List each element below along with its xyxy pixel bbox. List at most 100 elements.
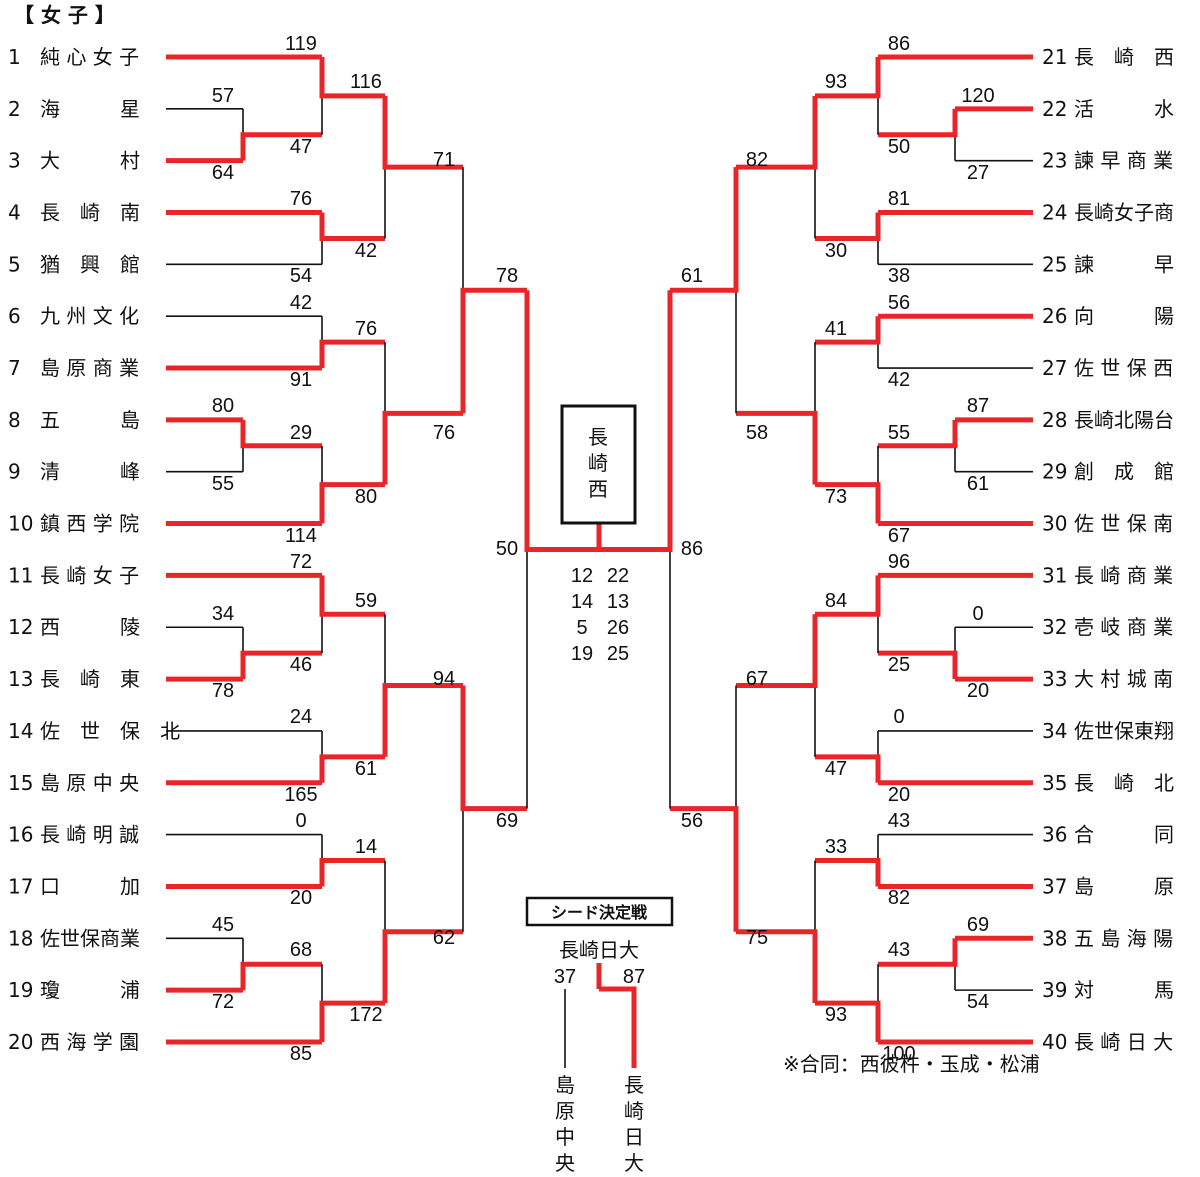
score-label: 75 (746, 927, 768, 949)
team-number: 17 (8, 874, 33, 898)
score-label: 54 (290, 265, 312, 287)
score-label: 47 (825, 758, 847, 780)
score-label: 67 (746, 668, 768, 690)
seed-team-right-char: 大 (624, 1151, 644, 1175)
score-label: 69 (496, 810, 518, 832)
score-label: 69 (967, 914, 989, 936)
team-number: 1 (8, 45, 21, 69)
team-number: 33 (1042, 667, 1067, 691)
team-number: 23 (1042, 149, 1067, 173)
seed-number: 12 (571, 565, 593, 587)
team-name: 長 崎 東 (40, 667, 140, 691)
team-name: 長 崎 北 (1074, 771, 1174, 795)
seed-team-left-char: 央 (555, 1151, 575, 1175)
right-r3-win (736, 410, 818, 485)
score-label: 34 (212, 603, 234, 625)
team-name: 島 原 (1074, 874, 1174, 898)
left-final-win (524, 290, 599, 552)
champion-char-1: 長 (588, 425, 608, 449)
joint-team-note: ※合同：西彼杵・玉成・松浦 (783, 1052, 1040, 1076)
team-number: 21 (1042, 45, 1067, 69)
score-label: 86 (888, 33, 910, 55)
team-name: 対 馬 (1074, 978, 1174, 1002)
seed-number: 25 (607, 643, 629, 665)
seed-match-score-left: 37 (554, 966, 576, 988)
score-label: 78 (496, 265, 518, 287)
score-label: 91 (290, 369, 312, 391)
seed-match-line-winner (596, 963, 637, 1068)
left-r2-win (319, 575, 385, 617)
left-r4-win (460, 685, 527, 812)
score-label: 43 (888, 810, 910, 832)
seed-team-left-char: 島 (555, 1073, 575, 1097)
team-name: 五 島 海 陽 (1074, 926, 1173, 950)
right-preround-4-win (878, 938, 958, 967)
team-number: 34 (1042, 719, 1067, 743)
score-label: 119 (285, 33, 317, 55)
right-preround-3-win (878, 650, 958, 680)
score-label: 172 (349, 1004, 382, 1026)
team-name: 長 崎 南 (40, 201, 140, 225)
score-label: 38 (888, 265, 910, 287)
right-r2-win (815, 858, 881, 887)
seed-number-table: 12 22 14 13 5 26 19 25 (571, 565, 629, 665)
seed-match-title: シード決定戦 (551, 903, 648, 922)
score-label: 20 (967, 680, 989, 702)
champion-char-2: 崎 (588, 451, 608, 475)
team-number: 7 (8, 356, 21, 380)
score-label: 64 (212, 162, 234, 184)
team-name: 佐 世 保 南 (1074, 512, 1173, 536)
score-label: 82 (888, 887, 910, 909)
team-name: 海 星 (40, 97, 140, 121)
team-number: 18 (8, 926, 33, 950)
right-r2-win (815, 575, 881, 617)
seed-number: 22 (607, 565, 629, 587)
team-number: 40 (1042, 1030, 1067, 1054)
right-preround-2-win (878, 419, 958, 449)
team-number: 3 (8, 149, 21, 173)
right-r2-win (815, 57, 881, 99)
seed-team-right-char: 日 (624, 1125, 644, 1149)
right-r3-win (736, 614, 818, 689)
score-label: 46 (290, 654, 312, 676)
seed-team-right-char: 崎 (624, 1099, 644, 1123)
team-name: 創 成 館 (1074, 460, 1174, 484)
seed-number: 5 (576, 617, 587, 639)
left-preround-4-win (240, 961, 322, 991)
team-number: 11 (8, 563, 33, 587)
score-label: 24 (290, 706, 312, 728)
score-label: 86 (681, 538, 703, 560)
score-label: 47 (290, 136, 312, 158)
team-number: 24 (1042, 201, 1067, 225)
team-name: 長崎女子商 (1074, 201, 1174, 225)
team-name: 猶 興 館 (40, 252, 140, 276)
team-name: 活 水 (1074, 97, 1174, 121)
team-name: 長 崎 商 業 (1074, 563, 1173, 587)
team-name: 佐世保商業 (40, 926, 140, 950)
score-label: 25 (888, 654, 910, 676)
left-r3-win (382, 929, 463, 1004)
team-number: 8 (8, 408, 21, 432)
right-r2-win (815, 316, 881, 345)
team-name: 清 峰 (40, 460, 140, 484)
team-name: 長 崎 日 大 (1074, 1030, 1173, 1054)
team-number: 38 (1042, 926, 1067, 950)
score-label: 14 (355, 836, 377, 858)
score-label: 55 (888, 422, 910, 444)
score-label: 93 (825, 71, 847, 93)
team-name: 合 同 (1074, 823, 1174, 847)
score-label: 100 (882, 1043, 915, 1065)
score-label: 71 (433, 149, 455, 171)
score-label: 33 (825, 836, 847, 858)
champion-box (560, 404, 637, 525)
team-name: 大 村 城 南 (1074, 667, 1173, 691)
team-name: 九 州 文 化 (40, 304, 139, 328)
left-r2-win (319, 339, 385, 369)
team-name: 島 原 中 央 (40, 771, 139, 795)
left-r2-win (319, 57, 385, 99)
champion-char-3: 西 (588, 477, 608, 501)
team-name: 長崎北陽台 (1074, 408, 1174, 432)
team-number: 2 (8, 97, 21, 121)
